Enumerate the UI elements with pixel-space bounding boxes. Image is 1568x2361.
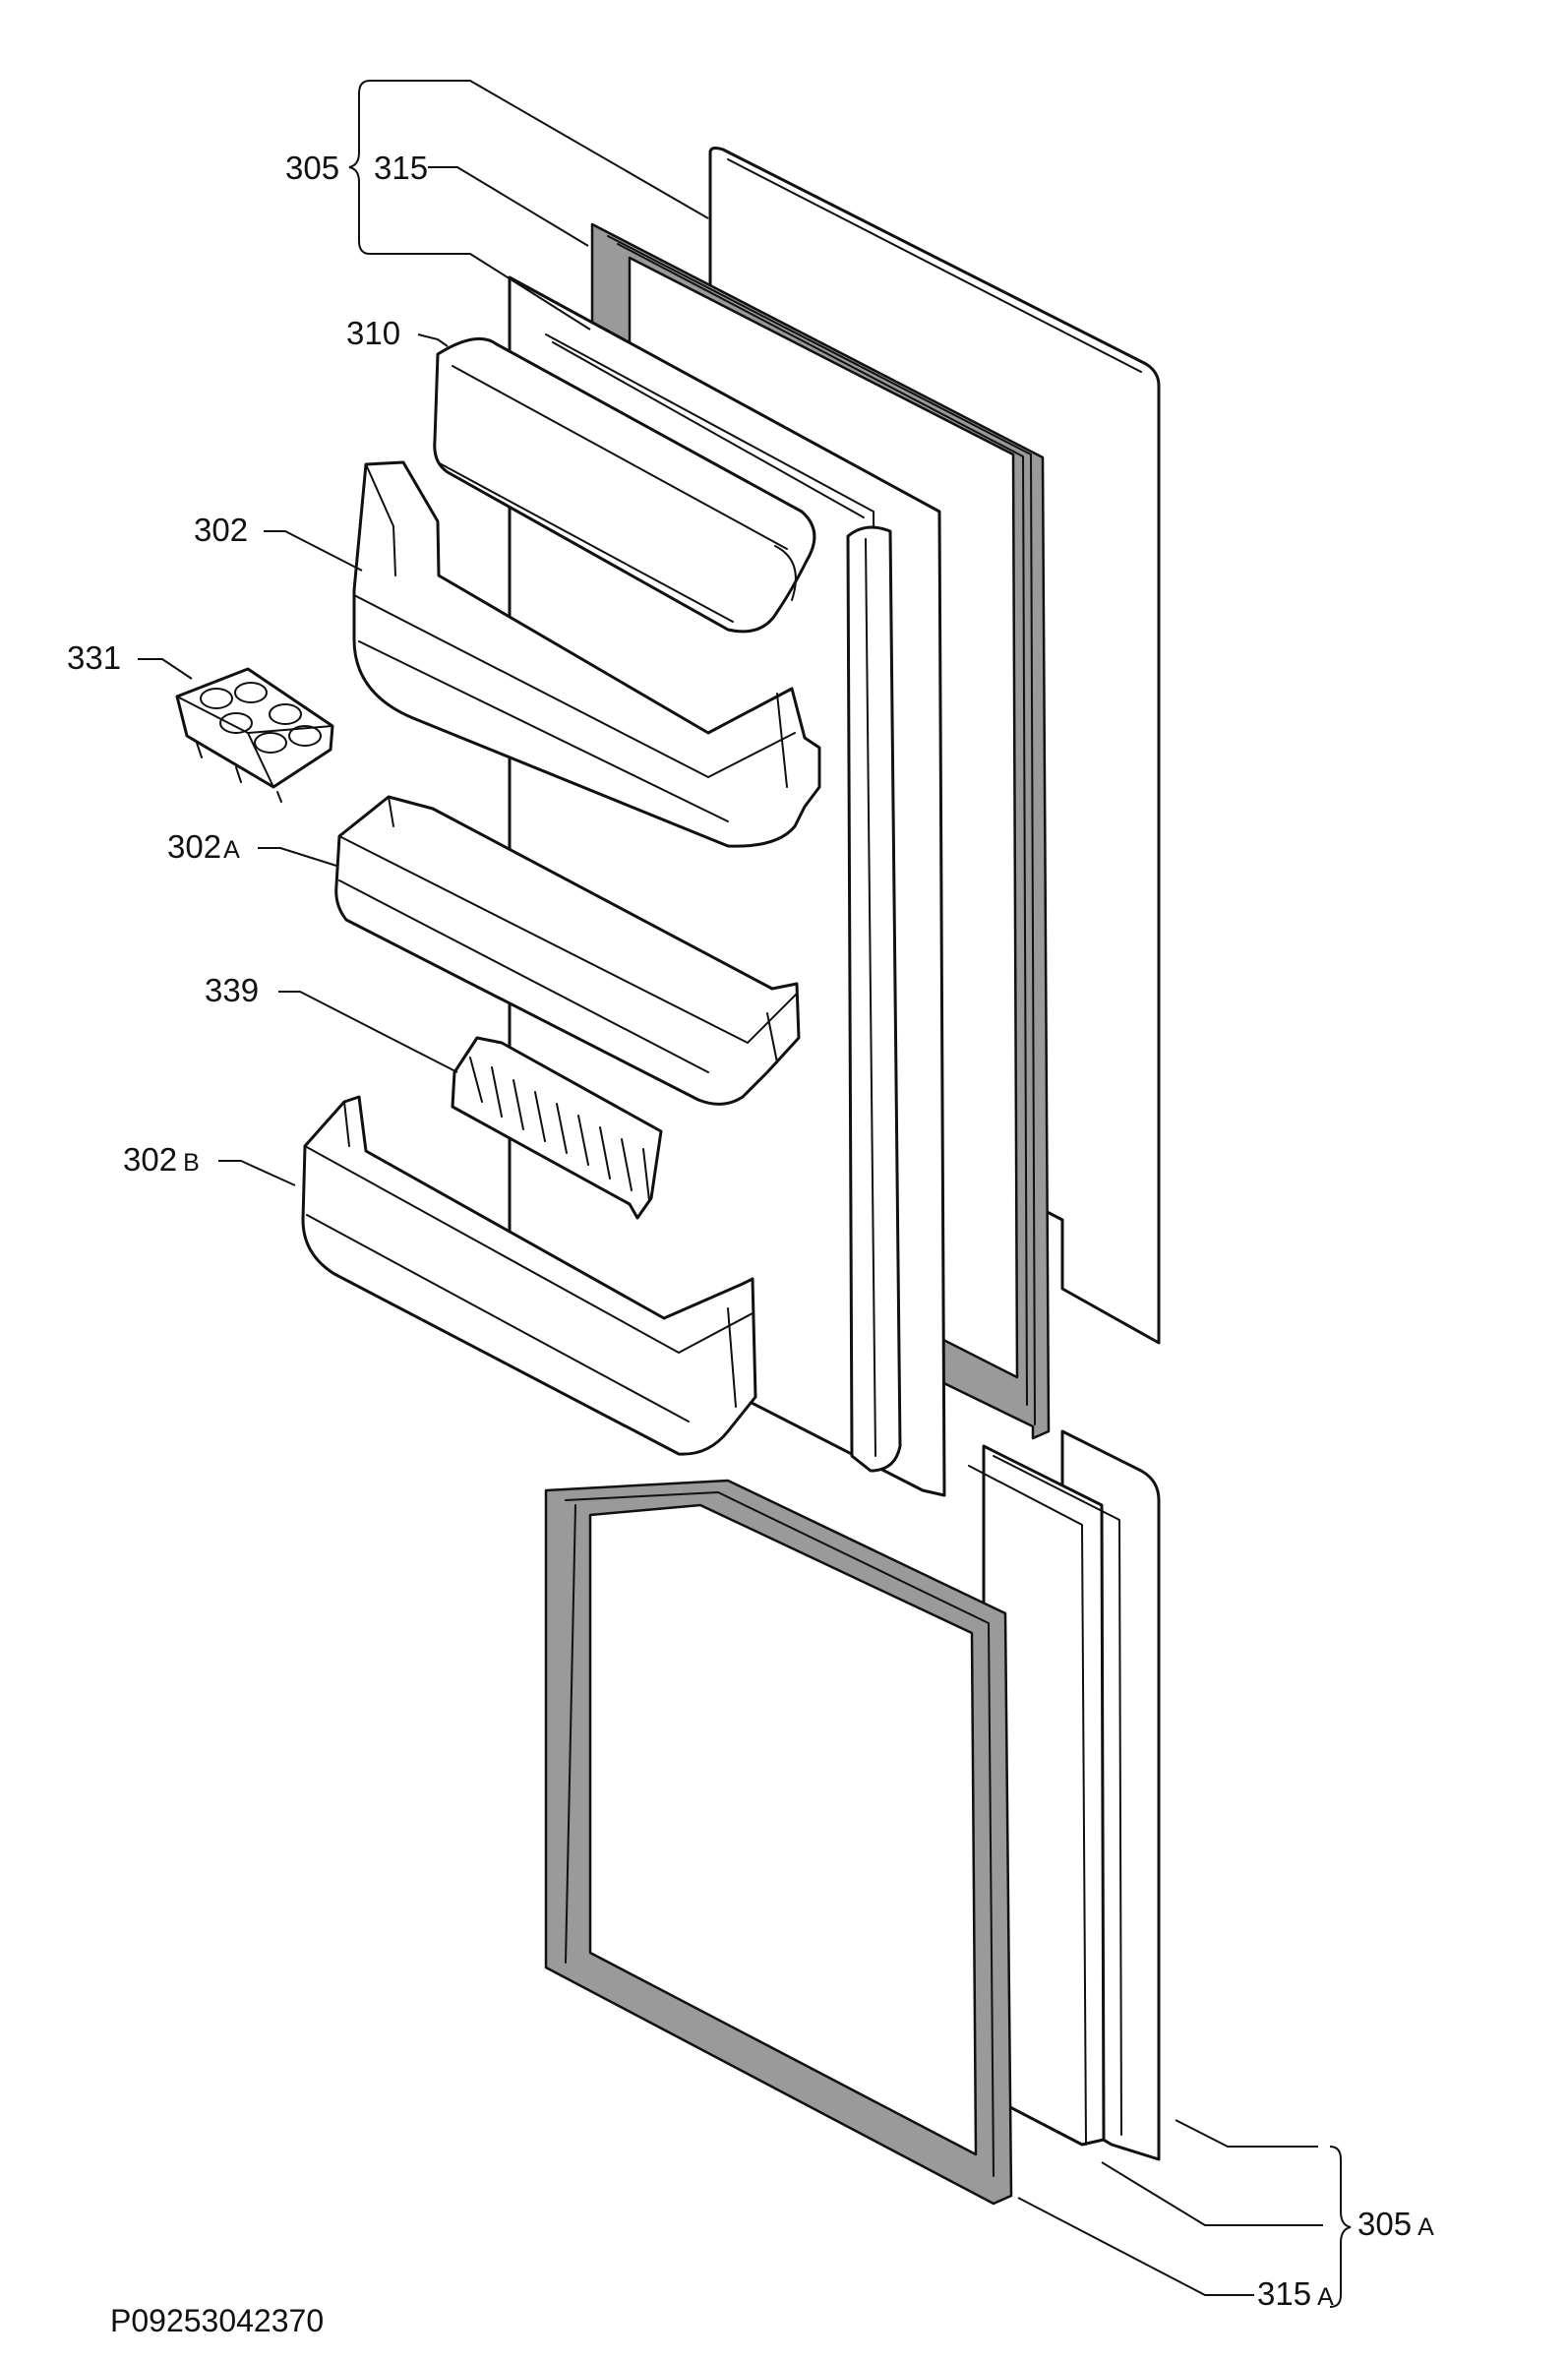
part-302-door-balcony-shelf <box>352 460 821 848</box>
callout-302: 302 <box>194 512 248 548</box>
part-302b-door-balcony-shelf <box>301 1095 757 1456</box>
callout-315: 315 <box>374 150 428 186</box>
part-310-dairy-compartment-cover <box>433 336 816 634</box>
lower-door-gasket <box>544 1479 1013 2206</box>
leader-lines <box>138 80 1352 2308</box>
callout-331: 331 <box>67 639 121 676</box>
part-302a-door-balcony-shelf <box>334 795 801 1106</box>
part-339-bottle-retainer <box>451 1036 663 1220</box>
lower-door-outer-panel <box>968 1429 1161 2161</box>
callout-302a: 302A <box>167 828 240 865</box>
callout-310: 310 <box>346 315 400 351</box>
part-331-egg-tray <box>175 667 334 803</box>
brace-305 <box>348 80 371 255</box>
drawing-code: P09253042370 <box>110 2303 324 2338</box>
callout-339: 339 <box>205 972 259 1008</box>
brace-305a <box>1329 2146 1352 2308</box>
callout-305: 305 <box>285 150 339 186</box>
